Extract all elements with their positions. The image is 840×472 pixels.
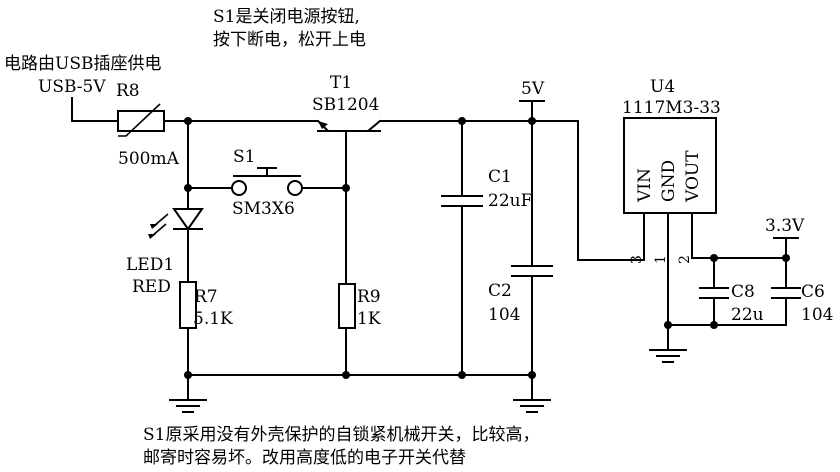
t1-transistor: T1 SB1204 xyxy=(312,73,382,133)
u4-pin-num-2: 2 xyxy=(677,255,693,264)
r8-ref: R8 xyxy=(116,81,140,101)
rail-3v3-label: 3.3V xyxy=(765,216,805,236)
c6-value: 104 xyxy=(801,305,833,325)
u4-pin-gnd: GND xyxy=(659,160,679,202)
note-bottom-line1: S1原采用没有外壳保护的自锁紧机械开关，比较高， xyxy=(143,425,539,445)
u4-pin-vin: VIN xyxy=(635,168,655,203)
u4-pin-num-3: 3 xyxy=(629,255,645,264)
note-top-line2: 按下断电，松开上电 xyxy=(213,30,366,50)
led1-value: RED xyxy=(132,277,171,297)
r7-value: 5.1K xyxy=(193,309,233,329)
r8-value: 500mA xyxy=(118,149,180,169)
c2-ref: C2 xyxy=(488,281,512,301)
u4-value: 1117M3-33 xyxy=(622,98,721,118)
c8-value: 22u xyxy=(731,305,764,325)
c2-capacitor: C2 104 xyxy=(488,265,553,325)
s1-ref: S1 xyxy=(233,147,255,167)
c8-capacitor: C8 22u xyxy=(699,282,764,325)
u4-ref: U4 xyxy=(650,77,675,97)
t1-ref: T1 xyxy=(330,73,352,93)
u4-regulator: U4 1117M3-33 VIN GND VOUT 3 1 2 xyxy=(622,77,721,264)
c1-value: 22uF xyxy=(488,191,533,211)
r7-resistor: R7 5.1K xyxy=(179,281,233,329)
c1-capacitor: C1 22uF xyxy=(441,167,533,211)
ground-symbol-left xyxy=(169,399,207,413)
rail-3v3: 3.3V xyxy=(765,216,805,239)
r9-ref: R9 xyxy=(357,287,381,307)
c1-ref: C1 xyxy=(488,167,512,187)
r7-ref: R7 xyxy=(194,287,218,307)
led1-diode: LED1 RED xyxy=(126,208,204,297)
r8-fuse: R8 500mA xyxy=(116,81,180,169)
ground-symbol-mid xyxy=(513,399,551,413)
ground-symbol-right xyxy=(649,349,687,363)
wires xyxy=(71,97,787,401)
junctions xyxy=(184,117,790,379)
supply-note: 电路由USB插座供电 xyxy=(4,54,161,74)
t1-value: SB1204 xyxy=(312,95,379,115)
c6-ref: C6 xyxy=(801,282,825,302)
c6-capacitor: C6 104 xyxy=(771,282,833,325)
r9-resistor: R9 1K xyxy=(338,283,381,329)
u4-pin-num-1: 1 xyxy=(653,255,669,264)
rail-5v: 5V xyxy=(519,79,545,102)
usb-5v-label: USB-5V xyxy=(38,77,106,97)
u4-pin-vout: VOUT xyxy=(683,150,703,203)
note-top-line1: S1是关闭电源按钮, xyxy=(213,7,360,27)
r9-value: 1K xyxy=(357,309,381,329)
rail-5v-label: 5V xyxy=(521,79,545,99)
s1-switch: S1 SM3X6 xyxy=(231,147,303,219)
s1-value: SM3X6 xyxy=(232,199,295,219)
note-bottom-line2: 邮寄时容易坏。改用高度低的电子开关代替 xyxy=(143,448,466,468)
led1-ref: LED1 xyxy=(126,255,174,275)
c8-ref: C8 xyxy=(731,282,755,302)
c2-value: 104 xyxy=(488,305,520,325)
